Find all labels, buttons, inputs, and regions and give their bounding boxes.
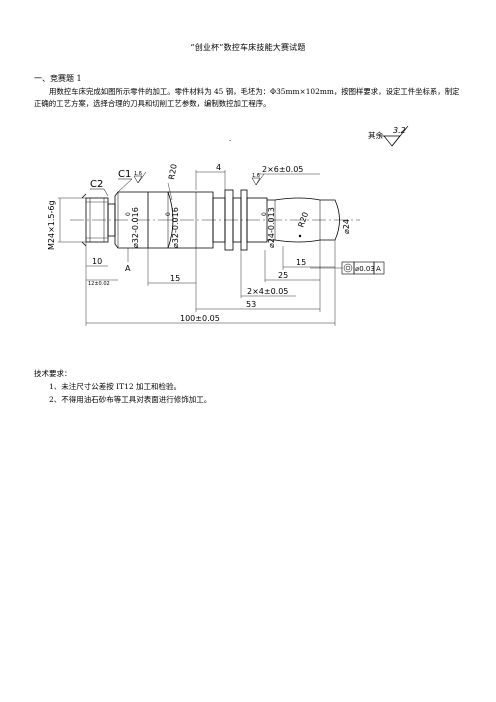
- dim-15-right: 15: [296, 258, 306, 267]
- tech-item-1: 1、未注尺寸公差按 IT12 加工和检验。: [49, 382, 182, 391]
- roughness-value-general: 3.2: [393, 126, 406, 135]
- dim-groove-2x6: 2×6±0.05: [262, 165, 303, 174]
- tol-zero-b: 0: [165, 212, 172, 216]
- dim-4: 4: [216, 163, 221, 172]
- roughness-value-local-1: 1.6: [134, 171, 142, 177]
- groove-section: [212, 189, 268, 251]
- diameter-32b-label: ⌀32-0.016: [171, 207, 180, 248]
- roughness-symbol-general: 3.2: [380, 125, 409, 147]
- page-title: “创业杯”数控车床技能大赛试题: [190, 43, 306, 52]
- thread-spec-label: M24×1.5-6g: [47, 200, 56, 250]
- end-section: [267, 197, 340, 243]
- stray-dot: .: [229, 135, 232, 143]
- roughness-value-local-2: 1.6: [252, 173, 260, 179]
- roughness-rest-label: 其余: [368, 131, 383, 140]
- tol-zero-a: 0: [125, 212, 132, 216]
- radius-r20-right: R20: [296, 211, 310, 229]
- fcf-datum: A: [376, 265, 381, 273]
- dim-53: 53: [246, 300, 256, 309]
- section-heading: 一、竞赛题 1: [34, 74, 82, 83]
- diameter-24-label: ⌀24: [342, 219, 351, 234]
- dim-12: 12±0.02: [88, 281, 110, 287]
- datum-a-label: A: [125, 264, 131, 273]
- dim-100: 100±0.05: [180, 314, 220, 323]
- chamfer-c2-label: C2: [90, 179, 103, 190]
- fcf-value: ⌀0.03: [355, 265, 375, 273]
- tech-heading: 技术要求：: [34, 369, 72, 378]
- diameter-32a-label: ⌀32-0.016: [131, 207, 140, 248]
- chamfer-c1-label: C1: [118, 169, 131, 180]
- diameter-24-tol-label: ⌀24-0.013: [267, 207, 276, 248]
- dim-25: 25: [278, 271, 288, 280]
- radius-r20-left: R20: [167, 163, 179, 180]
- roughness-symbol-local-2: 1.6: [251, 173, 265, 186]
- tech-item-2: 2、不得用油石砂布等工具对表面进行修饰加工。: [49, 395, 212, 404]
- dim-10: 10: [92, 257, 102, 266]
- task-paragraph: 用数控车床完成如图所示零件的加工。零件材料为 45 钢，毛坯为：Φ35mm×10…: [34, 87, 460, 108]
- dim-groove-2x4: 2×4±0.05: [247, 287, 288, 296]
- tol-zero-c: 0: [261, 212, 268, 216]
- dim-15-left: 15: [170, 274, 180, 283]
- roughness-symbol-local-1: 1.6: [133, 171, 147, 184]
